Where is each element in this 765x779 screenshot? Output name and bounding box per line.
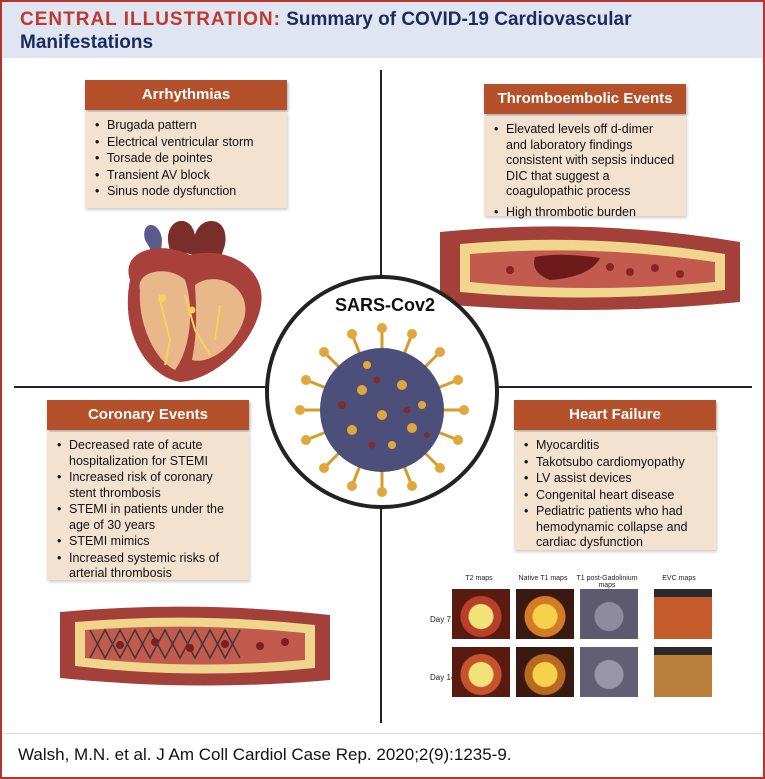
thrombus-vessel-illustration bbox=[440, 226, 740, 311]
heart-failure-box: Myocarditis Takotsubo cardiomyopathy LV … bbox=[514, 432, 716, 550]
surface-dots bbox=[338, 376, 430, 449]
header-title-line1: Summary of COVID-19 Cardiovascular bbox=[286, 9, 632, 30]
heart-failure-title: Heart Failure bbox=[514, 400, 716, 430]
list-item: Electrical ventricular storm bbox=[95, 135, 277, 151]
blood-cell bbox=[506, 266, 514, 274]
blood-cell bbox=[676, 270, 684, 278]
blood-cell bbox=[606, 263, 614, 271]
arrhythmias-box: Brugada pattern Electrical ventricular s… bbox=[85, 112, 287, 208]
arrhythmias-list: Brugada pattern Electrical ventricular s… bbox=[95, 118, 277, 200]
coronary-title: Coronary Events bbox=[47, 400, 249, 430]
thromboembolic-title: Thromboembolic Events bbox=[484, 84, 686, 114]
list-item: Pediatric patients who had hemodynamic c… bbox=[524, 504, 706, 551]
arrhythmias-title: Arrhythmias bbox=[85, 80, 287, 110]
mri-row-label: Day 7 bbox=[430, 615, 451, 624]
stent-vessel-illustration bbox=[60, 606, 330, 686]
vessel-lumen bbox=[470, 250, 715, 288]
list-item: LV assist devices bbox=[524, 471, 706, 487]
coronary-box: Decreased rate of acute hospitalization … bbox=[47, 432, 249, 580]
virus-icon bbox=[295, 323, 469, 497]
mri-image bbox=[654, 647, 712, 697]
list-item: High thrombotic burden bbox=[494, 205, 676, 221]
header-title-line2: Manifestations bbox=[20, 32, 154, 53]
heart-illustration bbox=[127, 220, 262, 382]
thromboembolic-box: Elevated levels off d-dimer and laborato… bbox=[484, 116, 686, 220]
list-item: Increased systemic risks of arterial thr… bbox=[57, 551, 239, 582]
thromboembolic-list: Elevated levels off d-dimer and laborato… bbox=[494, 122, 676, 220]
mri-column-label: T1 post-Gadolinium maps bbox=[576, 575, 638, 589]
list-item: Increased risk of coronary stent thrombo… bbox=[57, 470, 239, 501]
mri-image bbox=[654, 589, 712, 639]
list-item: Decreased rate of acute hospitalization … bbox=[57, 438, 239, 469]
mri-image bbox=[580, 647, 638, 697]
header-prefix: CENTRAL ILLUSTRATION: bbox=[20, 9, 281, 30]
av-node bbox=[188, 306, 196, 314]
spike-tips bbox=[295, 323, 469, 497]
mri-image bbox=[580, 589, 638, 639]
mri-image bbox=[516, 647, 574, 697]
list-item: Elevated levels off d-dimer and laborato… bbox=[494, 122, 676, 200]
list-item: Sinus node dysfunction bbox=[95, 184, 277, 200]
thrombus-clot bbox=[534, 254, 600, 280]
blood-cells bbox=[116, 638, 289, 652]
blood-cell bbox=[626, 268, 634, 276]
list-item: Brugada pattern bbox=[95, 118, 277, 134]
mri-image bbox=[452, 589, 510, 639]
sa-node bbox=[158, 294, 166, 302]
figure-header: CENTRAL ILLUSTRATION: Summary of COVID-1… bbox=[2, 2, 763, 58]
list-item: Takotsubo cardiomyopathy bbox=[524, 455, 706, 471]
citation-footer: Walsh, M.N. et al. J Am Coll Cardiol Cas… bbox=[2, 733, 763, 777]
list-item: STEMI mimics bbox=[57, 534, 239, 550]
mri-row-label: Day 14 bbox=[430, 673, 456, 682]
mri-column-label: T2 maps bbox=[465, 575, 493, 582]
virus-label: SARS-Cov2 bbox=[334, 295, 436, 315]
aorta-shape bbox=[167, 220, 226, 260]
surface-proteins bbox=[347, 361, 426, 449]
header-line-1: CENTRAL ILLUSTRATION: Summary of COVID-1… bbox=[20, 8, 745, 31]
stent-mesh bbox=[89, 628, 241, 660]
list-item: Transient AV block bbox=[95, 168, 277, 184]
list-item: STEMI in patients under the age of 30 ye… bbox=[57, 502, 239, 533]
list-item: Myocarditis bbox=[524, 438, 706, 454]
blood-cell bbox=[651, 264, 659, 272]
heart-failure-list: Myocarditis Takotsubo cardiomyopathy LV … bbox=[524, 438, 706, 551]
coronary-list: Decreased rate of acute hospitalization … bbox=[57, 438, 239, 582]
mri-panel: T2 maps Native T1 maps T1 post-Gadoliniu… bbox=[430, 575, 740, 725]
list-item: Torsade de pointes bbox=[95, 151, 277, 167]
mri-column-label: Native T1 maps bbox=[518, 575, 568, 582]
conduction-paths bbox=[159, 294, 221, 366]
mri-column-label: EVC maps bbox=[662, 575, 696, 582]
vessel-lumen bbox=[85, 626, 305, 665]
mri-image bbox=[452, 647, 510, 697]
list-item: Congenital heart disease bbox=[524, 488, 706, 504]
mri-image bbox=[516, 589, 574, 639]
